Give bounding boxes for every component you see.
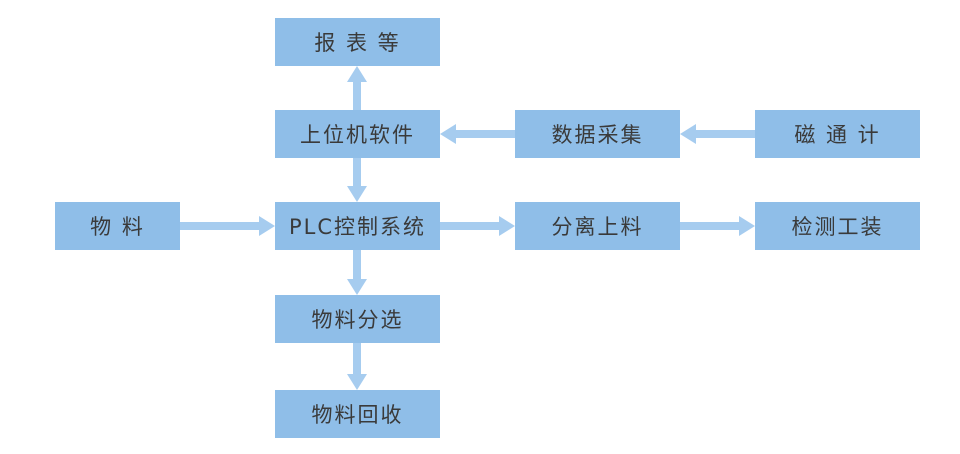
arrow-plc-to-separation-feeding xyxy=(440,216,515,236)
arrow-material-to-plc xyxy=(180,216,275,236)
node-material: 物 料 xyxy=(55,202,180,250)
arrow-plc-to-material-sorting xyxy=(347,250,367,295)
node-fluxmeter: 磁 通 计 xyxy=(755,110,920,158)
node-plc-control-system: PLC控制系统 xyxy=(275,202,440,250)
node-material-recovery: 物料回收 xyxy=(275,390,440,438)
arrow-material-sorting-to-material-recovery xyxy=(347,343,367,390)
node-reports: 报 表 等 xyxy=(275,18,440,66)
arrow-fluxmeter-to-data-acquisition xyxy=(680,124,755,144)
arrow-data-acquisition-to-host-software xyxy=(440,124,515,144)
arrow-separation-feeding-to-testing-fixture xyxy=(680,216,755,236)
node-separation-feeding: 分离上料 xyxy=(515,202,680,250)
arrow-host-software-to-plc xyxy=(347,158,367,202)
node-material-sorting: 物料分选 xyxy=(275,295,440,343)
node-host-software: 上位机软件 xyxy=(275,110,440,158)
node-testing-fixture: 检测工装 xyxy=(755,202,920,250)
arrow-host-software-to-reports xyxy=(347,66,367,110)
node-data-acquisition: 数据采集 xyxy=(515,110,680,158)
